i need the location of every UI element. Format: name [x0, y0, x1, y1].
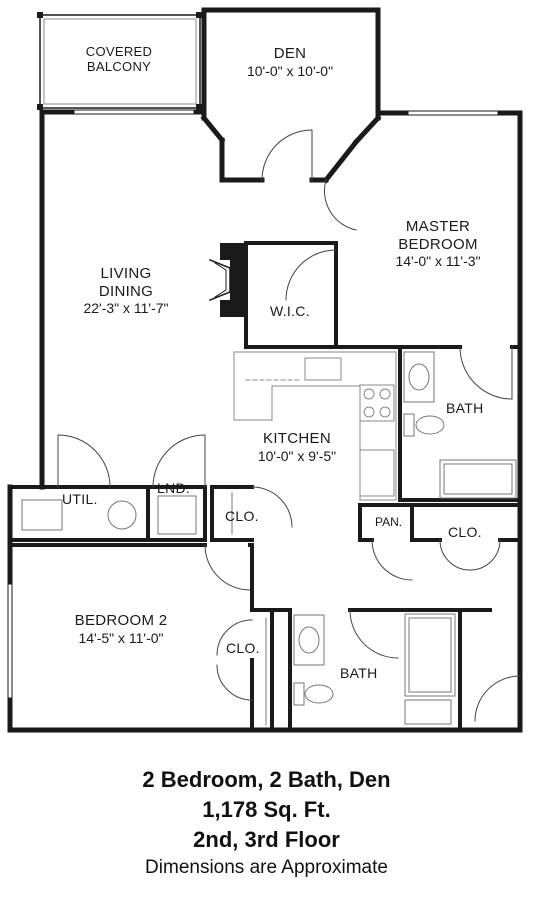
center-closet-label: CLO. [225, 508, 259, 524]
right-closet-label: CLO. [448, 524, 482, 540]
floor-plan-drawing [7, 7, 523, 733]
windows [7, 7, 501, 701]
fireplace [209, 243, 246, 317]
interior-walls [8, 241, 522, 732]
kitchen-dimensions: 10'-0" x 9'-5" [257, 447, 337, 464]
bedroom-2-closet-label: CLO. [226, 640, 260, 656]
bedroom-2-name: BEDROOM 2 [74, 612, 168, 629]
exterior-walls [7, 7, 523, 733]
bath-fixtures [21, 351, 517, 726]
living-dining-label: LIVING DINING 22'-3" x 11'-7" [56, 265, 196, 317]
master-bedroom-dimensions: 14'-0" x 11'-3" [395, 253, 481, 270]
floor-availability: 2nd, 3rd Floor [193, 827, 340, 852]
den-dimensions: 10'-0" x 10'-0" [246, 62, 334, 79]
covered-balcony-label: COVERED BALCONY [64, 44, 174, 75]
pantry-label: PAN. [375, 515, 403, 529]
den-label: DEN 10'-0" x 10'-0" [220, 45, 360, 79]
kitchen-counters [233, 351, 397, 501]
master-bedroom-line2: BEDROOM [398, 235, 478, 253]
plan-footer: 2 Bedroom, 2 Bath, Den 1,178 Sq. Ft. 2nd… [0, 765, 533, 881]
kitchen-label: KITCHEN 10'-0" x 9'-5" [232, 430, 362, 464]
living-dining-line1: LIVING [100, 265, 152, 282]
master-bedroom-line1: MASTER [405, 218, 471, 235]
master-bath-label: BATH [446, 400, 484, 416]
door-swings [57, 129, 521, 722]
den-name: DEN [273, 45, 307, 62]
bedroom-2-label: BEDROOM 2 14'-5" x 11'-0" [46, 612, 196, 646]
living-dining-line2: DINING [98, 282, 154, 300]
dimensions-disclaimer: Dimensions are Approximate [145, 857, 388, 878]
living-dining-dimensions: 22'-3" x 11'-7" [83, 300, 169, 317]
covered-balcony-line2: BALCONY [86, 59, 152, 75]
bedroom-2-dimensions: 14'-5" x 11'-0" [78, 629, 164, 646]
lnd-label: LND. [157, 480, 191, 496]
covered-balcony-line1: COVERED [85, 44, 153, 59]
master-bedroom-label: MASTER BEDROOM 14'-0" x 11'-3" [368, 218, 508, 270]
square-footage: 1,178 Sq. Ft. [202, 797, 331, 822]
covered-balcony-outline [37, 12, 202, 110]
unit-type-heading: 2 Bedroom, 2 Bath, Den [142, 767, 391, 792]
kitchen-name: KITCHEN [263, 430, 331, 447]
floor-plan: COVERED BALCONY DEN 10'-0" x 10'-0" MAST… [7, 7, 523, 733]
wic-label: W.I.C. [270, 303, 310, 319]
bath-2-label: BATH [340, 665, 378, 681]
util-label: UTIL. [62, 491, 98, 507]
